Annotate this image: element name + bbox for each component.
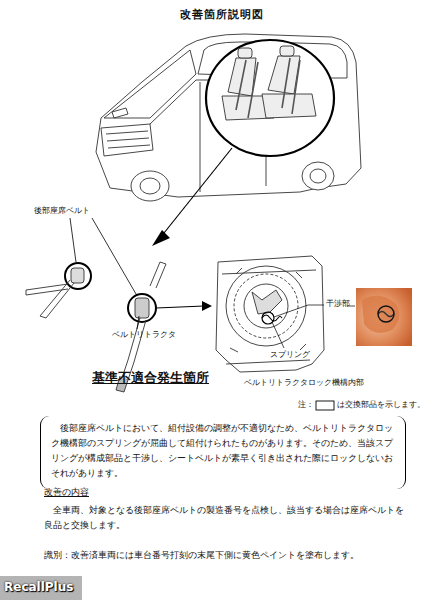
pointer-arrow — [156, 306, 204, 308]
title: 改善箇所説明図 — [180, 8, 264, 21]
arrowhead — [202, 301, 212, 311]
belt-strap — [150, 262, 166, 288]
headrest — [280, 46, 294, 56]
spring — [262, 315, 282, 321]
wheel — [131, 171, 169, 201]
belt-anchor — [71, 268, 84, 283]
section-heading: 改善の内容 — [44, 487, 89, 498]
seat-detail — [206, 40, 334, 156]
retractor — [135, 298, 149, 318]
body-text: 識別：改善済車両には車台番号打刻の末尾下側に黄色ペイントを塗布します。 — [44, 548, 424, 563]
nonconformity-heading: 基準不適合発生箇所 — [92, 370, 209, 385]
wheel-hub — [310, 169, 326, 183]
body-text: 全車両、対象となる後部座席ベルトの製造番号を点検し、該当する場合は座席ベルトを良… — [44, 503, 404, 534]
belt-strap — [26, 280, 74, 318]
part-name: 後部座席ベルト — [34, 206, 90, 216]
figure-caption: ベルトリトラクタロック機構内部 — [244, 378, 364, 387]
wheel — [302, 162, 334, 190]
part-name: 干渉部 — [326, 299, 350, 309]
part-name: スプリング — [270, 350, 310, 360]
pointer-arrow — [160, 148, 232, 238]
photo-marker — [378, 306, 394, 322]
note: 注： — [298, 400, 314, 410]
leader-line — [137, 316, 139, 329]
door-line — [200, 82, 201, 192]
minivan — [96, 34, 361, 201]
replacement-part-symbol — [316, 401, 334, 410]
seat-belt — [236, 58, 300, 118]
housing-edge — [222, 270, 316, 364]
lock-wheel — [226, 266, 306, 346]
arrowhead — [152, 230, 170, 246]
spacer — [88, 376, 92, 377]
photo-part — [362, 296, 399, 333]
lock-disc — [244, 284, 288, 328]
seat-cushion — [262, 94, 316, 118]
grille-bars — [106, 131, 150, 148]
watermark-ground — [0, 576, 82, 600]
belt-left — [26, 263, 91, 318]
note: は交換部品を示します。 — [337, 400, 425, 410]
windshield — [104, 50, 196, 118]
callout-circle — [65, 263, 91, 289]
retractor-drawing — [216, 256, 324, 372]
photo-frame — [356, 288, 412, 346]
pawl — [252, 290, 282, 314]
gear-teeth — [234, 274, 298, 338]
note-text: 後部座席ベルトにおいて、組付設備の調整が不適切なため、ベルトリトラクタロック機構… — [51, 421, 395, 481]
callout-circle — [128, 294, 156, 322]
watermark: RecallPlus — [4, 580, 73, 594]
van-body — [96, 34, 361, 197]
headlamp — [112, 108, 128, 118]
headrest — [238, 48, 252, 58]
note-bracket-box: 後部座席ベルトにおいて、組付設備の調整が不適切なため、ベルトリトラクタロック機構… — [40, 416, 406, 489]
grille — [101, 124, 153, 156]
retractor-housing — [216, 256, 324, 372]
leader-line — [274, 305, 324, 317]
photo — [356, 288, 412, 346]
wheel-hub — [140, 178, 160, 194]
part-name: ベルトリトラクタ — [112, 330, 176, 340]
leader-line — [70, 218, 136, 294]
leader-line — [272, 322, 284, 348]
photo-spring — [378, 312, 394, 317]
detail-circle — [206, 40, 334, 156]
